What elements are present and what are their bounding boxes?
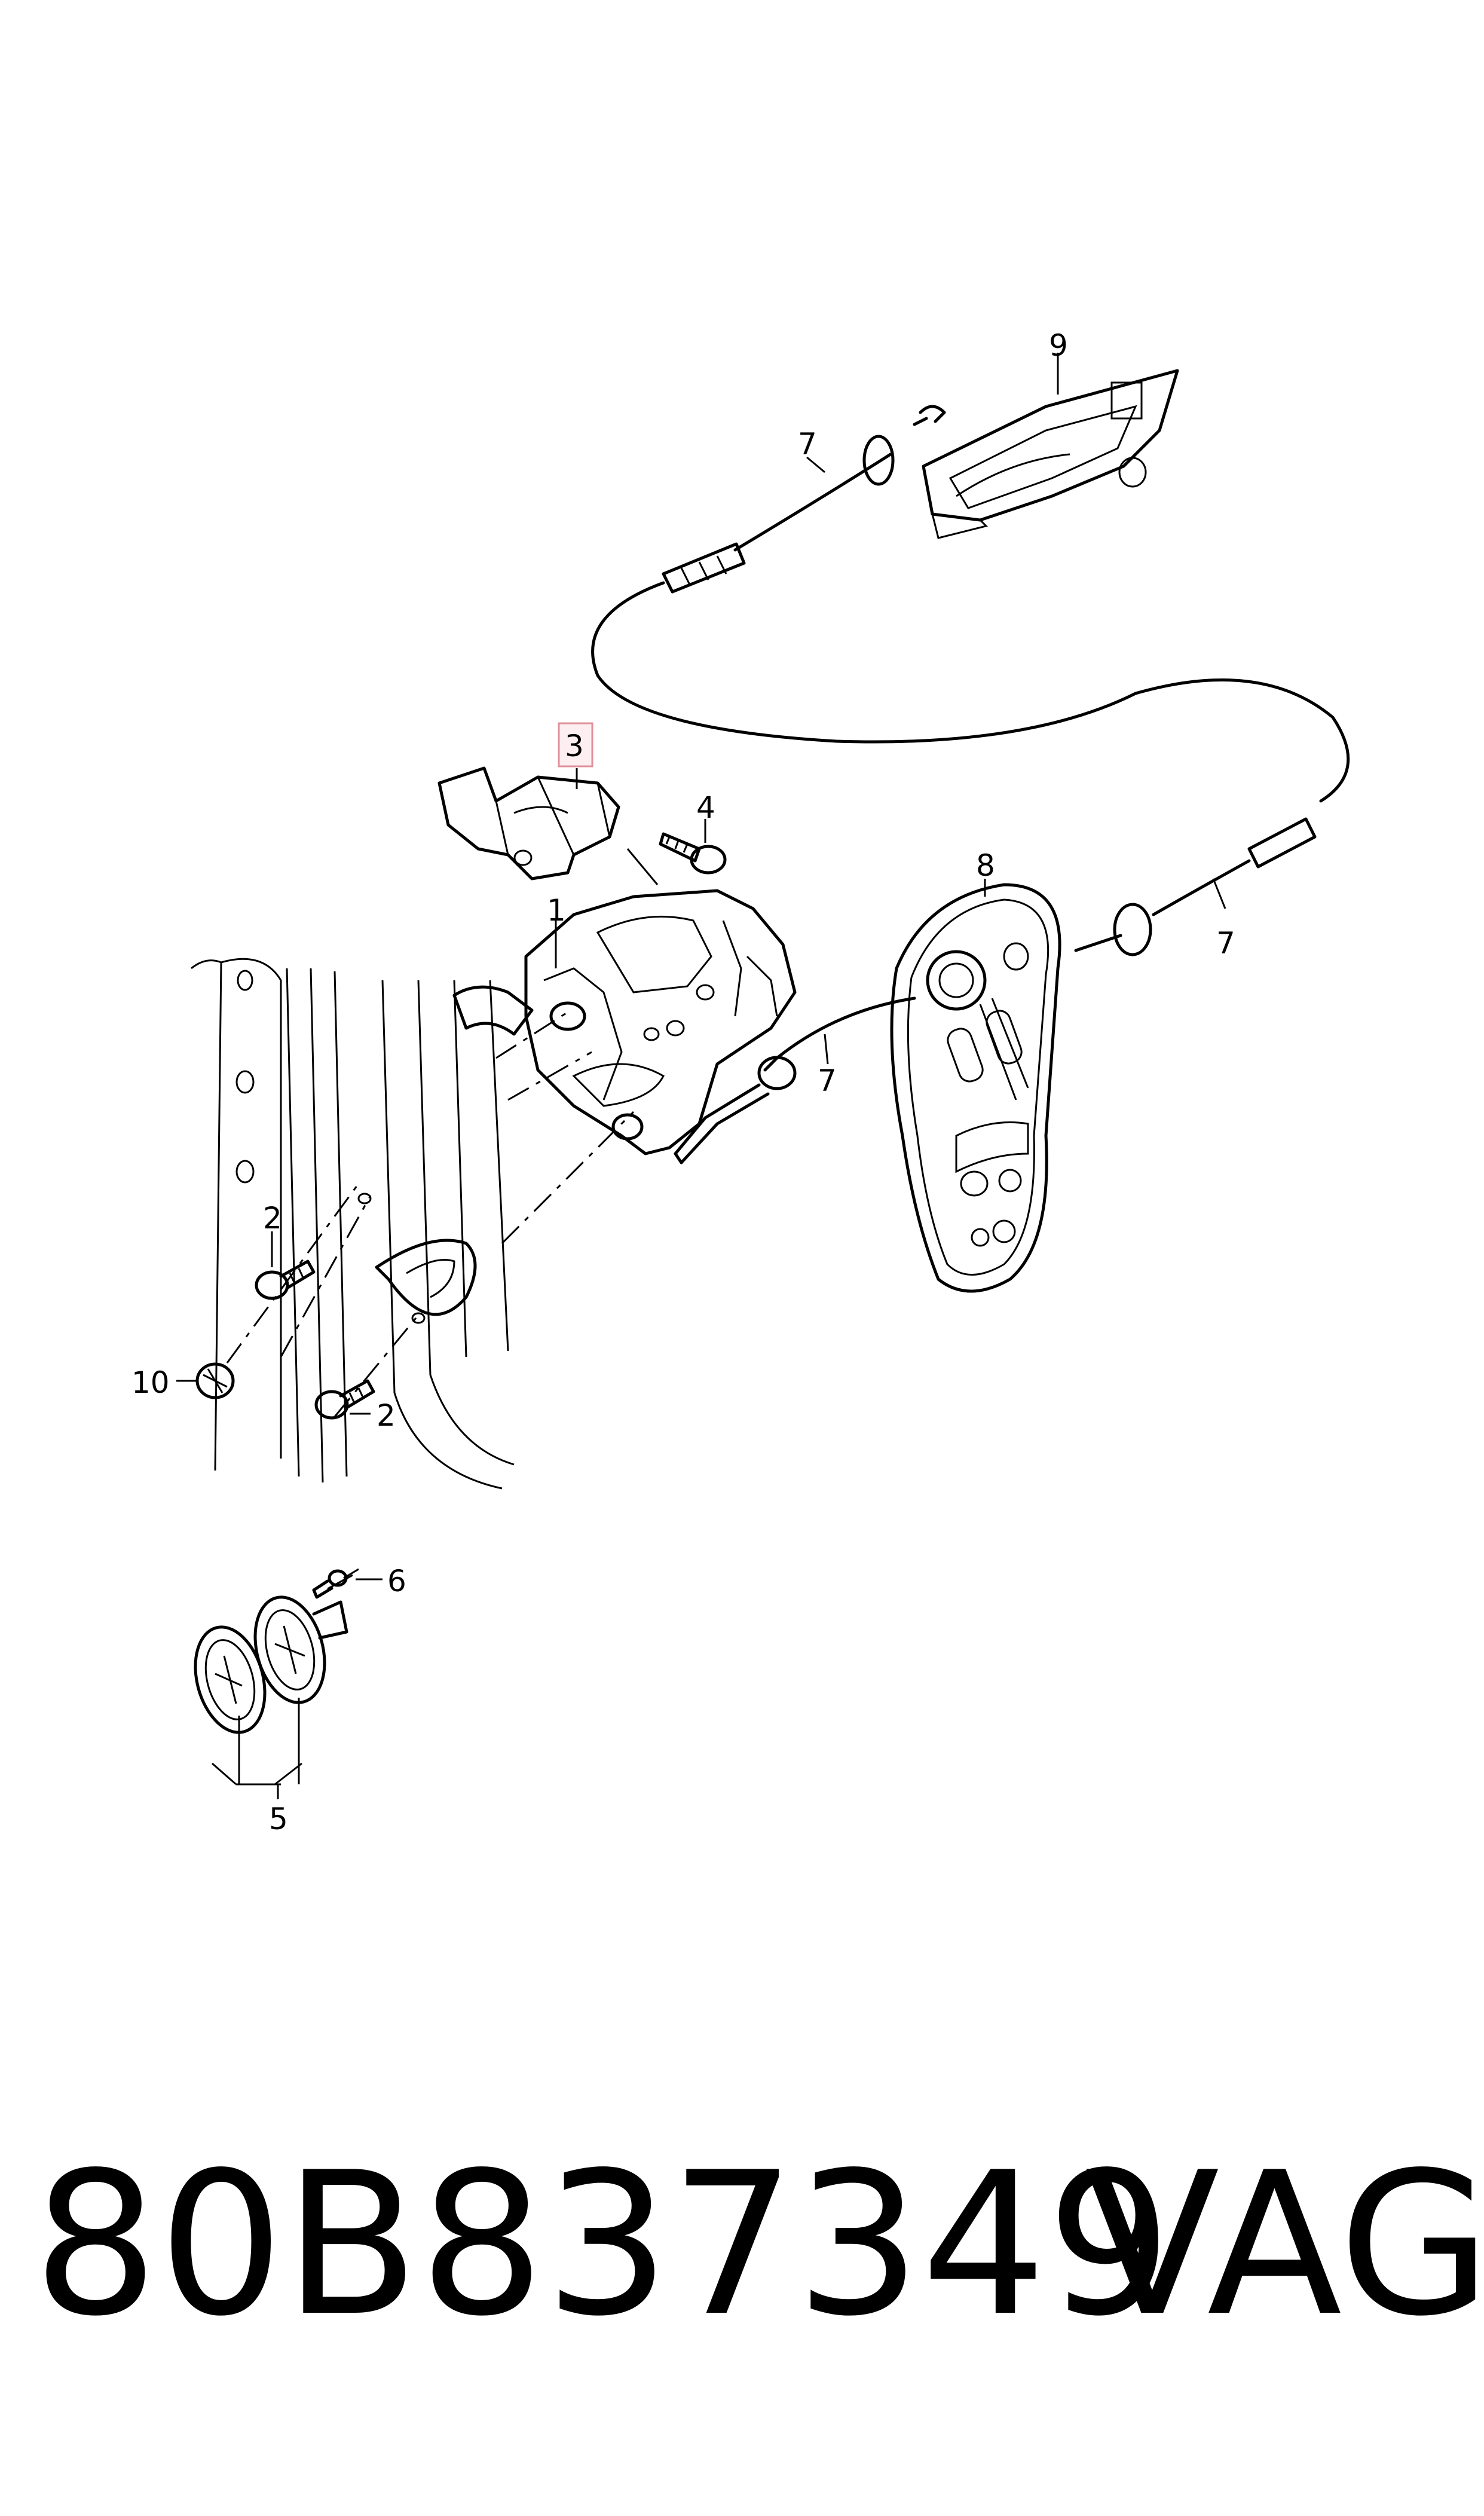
callout-7-top: 7: [798, 427, 817, 461]
callout-3: 3: [565, 729, 584, 763]
cover-3: [437, 766, 620, 881]
bolt-2-upper: [255, 1193, 372, 1300]
screw-4: [659, 832, 727, 875]
callout-6: 6: [387, 1564, 406, 1598]
callout-8: 8: [976, 848, 995, 883]
striker-plates-5: [194, 1595, 348, 1734]
interior-handle-9: [922, 369, 1179, 539]
callout-2-upper: 2: [263, 1201, 282, 1236]
part-number: 80B837349: [33, 2130, 1173, 2359]
bolt-2-lower: [314, 1312, 426, 1420]
callout-labels: 9 7 3 4 1 8 7 7 2 2 10 6 5: [131, 328, 1235, 1836]
callout-10: 10: [131, 1365, 170, 1400]
nut-10: [195, 1362, 235, 1399]
screw-6: [312, 1568, 359, 1599]
callout-7-right: 7: [1216, 926, 1235, 961]
brand-label: VAG: [1085, 2130, 1484, 2359]
callout-1: 1: [547, 893, 566, 928]
door-lock-1: [524, 889, 797, 1155]
leader-lines: [176, 353, 1226, 1799]
cable-7-upper: [591, 405, 1350, 916]
door-frame-structure: [191, 958, 534, 1490]
cable-7-right: [1074, 903, 1152, 956]
callout-5: 5: [269, 1802, 288, 1836]
callout-7-lower: 7: [818, 1063, 837, 1098]
callout-9: 9: [1049, 328, 1068, 363]
assembly-axes: [226, 848, 659, 1417]
callout-4: 4: [696, 790, 715, 825]
callout-2-lower: 2: [377, 1398, 396, 1433]
exterior-handle-bracket-8: [890, 883, 1061, 1293]
callout-3-highlight: [558, 722, 593, 768]
